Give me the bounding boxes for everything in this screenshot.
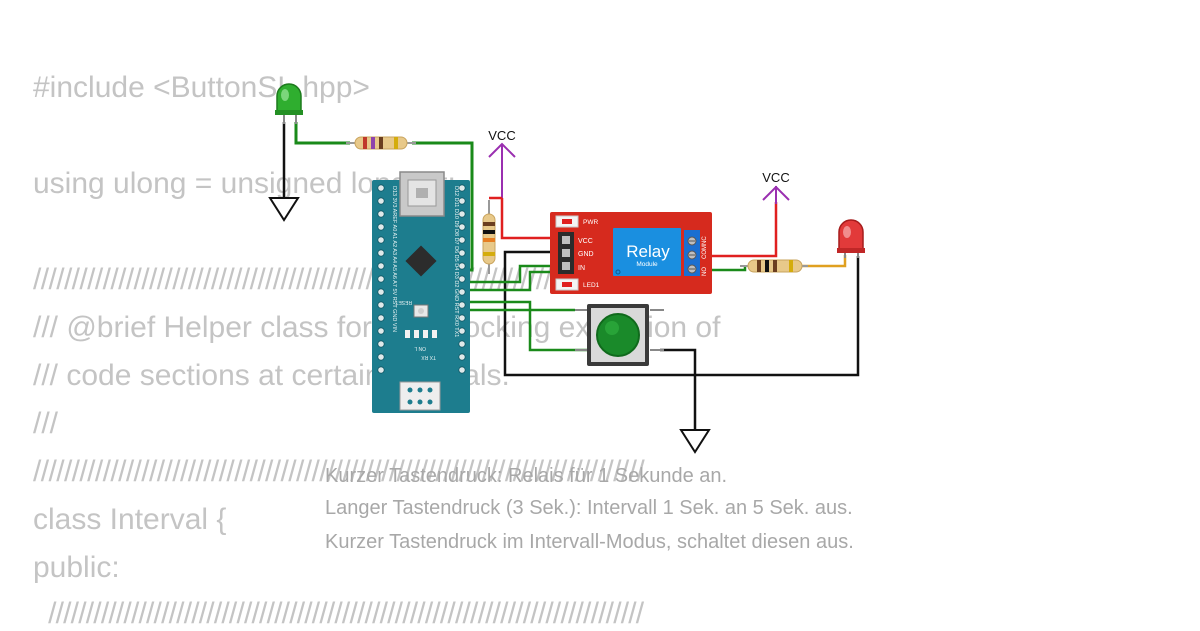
wire-green-relay-in bbox=[462, 264, 555, 284]
push-button bbox=[575, 304, 664, 366]
terminal-label-com: COM bbox=[702, 245, 708, 259]
icsp-header bbox=[399, 381, 441, 411]
wire-green-d5 bbox=[462, 270, 555, 292]
pwr-label: PWR bbox=[583, 219, 598, 226]
ground-symbol bbox=[679, 429, 711, 454]
reset-label: RESET bbox=[395, 299, 412, 305]
led1-label: LED1 bbox=[583, 282, 600, 289]
vcc-label: VCC bbox=[488, 128, 515, 143]
description-line: Langer Tastendruck (3 Sek.): Intervall 1… bbox=[325, 497, 853, 519]
pin-labels-left: D13 3V3 AREF A0 A1 A2 A3 A4 A5 A6 A7 5V … bbox=[391, 186, 397, 332]
wire-green-button bbox=[462, 300, 588, 352]
pin-label-vcc: VCC bbox=[578, 238, 593, 245]
terminal-label-nc: NC bbox=[702, 236, 708, 245]
terminal-label-no: NO bbox=[702, 267, 708, 276]
description-line: Kurzer Tastendruck: Relais für 1 Sekunde… bbox=[325, 465, 728, 487]
pin-labels-right: D12 D11 D10 D9 D8 D7 D6 D5 D4 D3 D2 GND … bbox=[453, 186, 459, 337]
relay-module: PWR LED1 VCC GND IN Relay Module bbox=[550, 212, 712, 294]
code-line: ////////////////////////////////////////… bbox=[33, 597, 644, 630]
wire-green-relay-no bbox=[700, 266, 747, 272]
code-line: /// bbox=[33, 407, 59, 440]
code-line: using ulong = unsigned long int; bbox=[33, 167, 456, 200]
wire-black-button-gnd bbox=[660, 348, 697, 375]
led-label: ON L bbox=[414, 345, 426, 351]
description-line: Kurzer Tastendruck im Intervall-Modus, s… bbox=[325, 531, 854, 553]
serial-label: TX RX bbox=[421, 354, 436, 360]
mcu-chip bbox=[405, 245, 437, 277]
wire-green-led bbox=[294, 122, 350, 145]
pin-label-gnd: GND bbox=[578, 251, 594, 258]
wire-black-gnd-bus bbox=[695, 256, 860, 377]
wire-red-relay-com bbox=[700, 202, 778, 258]
code-line: #include <ButtonSL.hpp> bbox=[33, 71, 370, 104]
code-line: class Interval { bbox=[33, 503, 227, 536]
relay-body bbox=[613, 228, 681, 276]
pin-header-right bbox=[458, 184, 466, 374]
wire-red-relay-vcc bbox=[500, 198, 555, 240]
pin-label-in: IN bbox=[578, 265, 585, 272]
wire-black-relay-gnd bbox=[503, 250, 695, 377]
resistor-pullup bbox=[482, 200, 496, 274]
vcc-symbol-left: VCC bbox=[488, 128, 516, 162]
relay-title: Relay bbox=[626, 242, 670, 261]
wire-orange-red-led bbox=[802, 255, 847, 268]
relay-subtitle: Module bbox=[636, 261, 658, 268]
ground-symbol bbox=[268, 197, 300, 222]
arduino-nano: D13 3V3 AREF A0 A1 A2 A3 A4 A5 A6 A7 5V … bbox=[372, 171, 470, 413]
red-led bbox=[837, 219, 865, 258]
resistor-red-led bbox=[740, 259, 808, 273]
code-line: public: bbox=[33, 551, 120, 584]
vcc-symbol-right: VCC bbox=[762, 170, 790, 204]
resistor-green-led bbox=[346, 136, 416, 150]
vcc-label: VCC bbox=[762, 170, 789, 185]
code-line: ////////////////////////////////////////… bbox=[33, 455, 645, 488]
green-led bbox=[275, 83, 303, 124]
code-line: ////////////////////////////////////////… bbox=[33, 263, 645, 296]
pin-header-left bbox=[377, 184, 385, 374]
